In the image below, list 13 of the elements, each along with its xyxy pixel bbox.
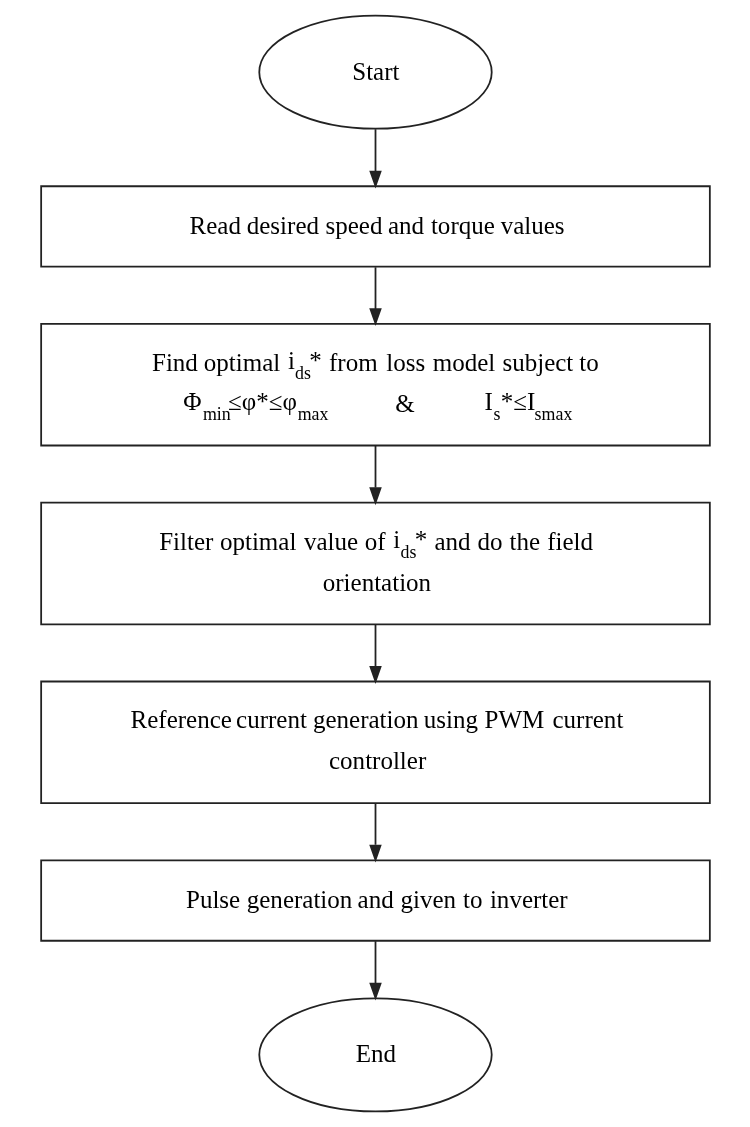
node-box: Read desired speed and torque values xyxy=(39,185,711,268)
arrow xyxy=(368,802,382,863)
node-box: Filter optimal value of i$_{ds}$* and do the field orientation xyxy=(39,501,711,626)
node-ellipse: End xyxy=(257,997,493,1113)
arrow xyxy=(368,940,382,1001)
arrow xyxy=(368,266,382,327)
arrow xyxy=(368,444,382,506)
node-box: Pulse generation and given to inverter xyxy=(39,859,711,942)
arrow xyxy=(368,128,382,189)
arrow xyxy=(368,623,382,684)
node-box: Reference current generation using PWM current controller xyxy=(39,680,711,804)
node-ellipse: Start xyxy=(257,14,493,130)
node-box: Find optimal i$_{ds}$* from loss model subject to Φ$_{min}$≤φ*≤φ$_{max}$ & I$_{s}$*≤I$_{smax}$ xyxy=(39,323,711,447)
